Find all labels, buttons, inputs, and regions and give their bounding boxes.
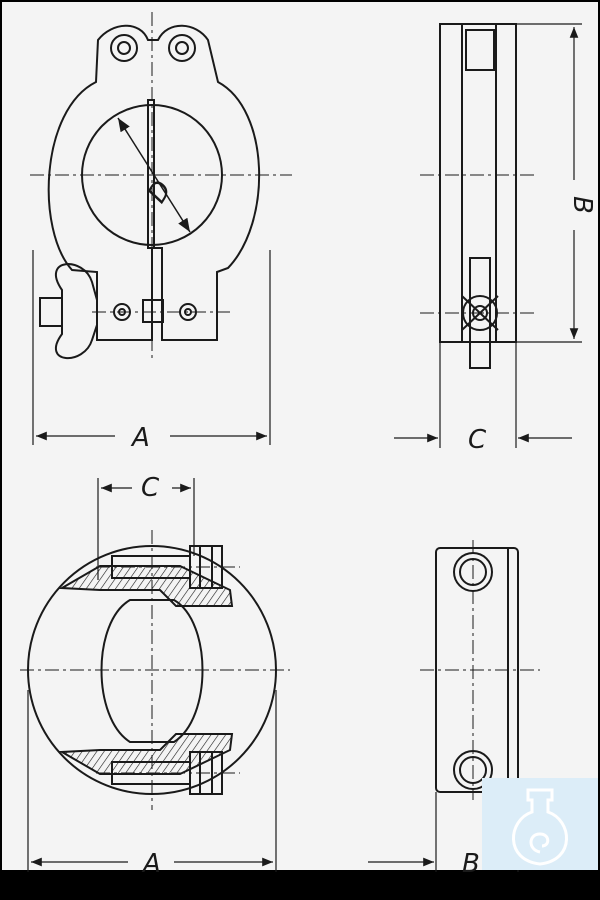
height-label-side: B: [567, 196, 597, 214]
depth-label-side: C: [468, 425, 487, 455]
clamp-side-view: [439, 23, 517, 369]
depth-label-section: B: [462, 849, 480, 879]
width-label-top: A: [130, 423, 150, 453]
flask-logo-icon: [482, 778, 598, 870]
height-dimension-side: [516, 23, 582, 343]
width-dimension-top: [32, 250, 271, 445]
width-dimension-section: [27, 690, 277, 872]
width-label-section: A: [141, 849, 161, 879]
depth-dimension-side: [394, 342, 572, 448]
clamp-side-centerlines: [420, 174, 538, 314]
clamp-section-centerlines: [20, 530, 290, 810]
bolt-dimension-section: [97, 478, 195, 580]
diameter-leader: [117, 117, 191, 233]
bolt-label-section: C: [141, 473, 160, 503]
section-side-centerlines: [420, 540, 540, 800]
